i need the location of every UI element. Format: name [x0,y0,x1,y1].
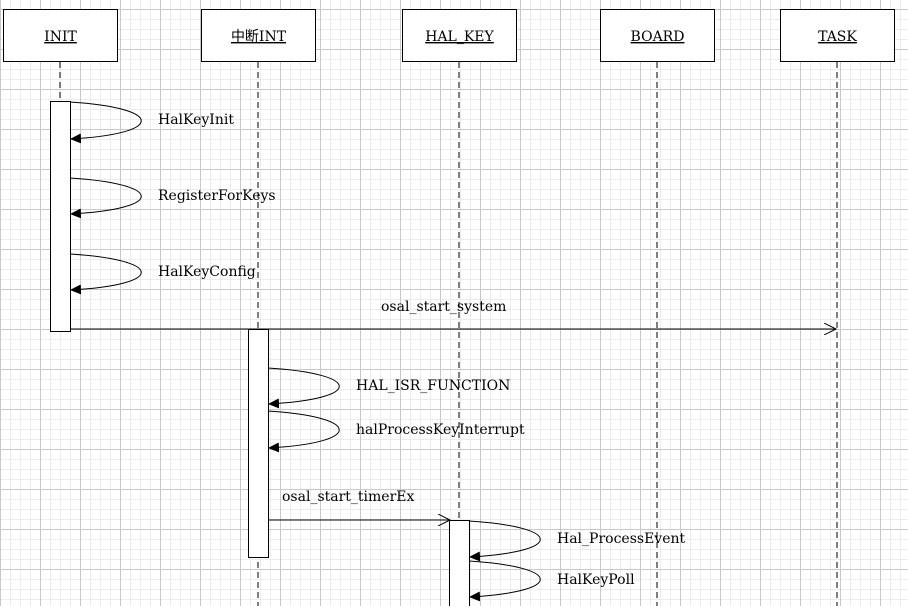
message-label: HalKeyConfig [158,264,256,280]
participant-label: BOARD [631,29,685,45]
participant-label: HAL_KEY [425,29,494,45]
participant-label: 中断INT [231,29,287,45]
message-label: RegisterForKeys [158,188,276,204]
message-label: halProcessKeyInterrupt [356,422,525,438]
activation-interrupt [248,329,269,558]
message-osal-start-system[interactable]: osal_start_system [70,299,836,329]
participant-label: TASK [818,29,857,45]
message-hal-key-config[interactable]: HalKeyConfig [69,253,256,295]
message-hal-key-poll[interactable]: HalKeyPoll [468,560,635,602]
message-hal-process-event[interactable]: Hal_ProcessEvent [468,520,686,562]
message-hal-isr-function[interactable]: HAL_ISR_FUNCTION [267,367,510,409]
participant-task[interactable]: TASK [780,9,895,62]
message-label: HAL_ISR_FUNCTION [356,378,510,394]
participant-board[interactable]: BOARD [600,9,715,62]
message-hal-key-init[interactable]: HalKeyInit [69,101,234,144]
message-osal-start-timer-ex[interactable]: osal_start_timerEx [268,489,450,520]
message-hal-process-key-interrupt[interactable]: halProcessKeyInterrupt [267,410,525,453]
participant-label: INIT [44,29,77,45]
participant-init[interactable]: INIT [3,9,118,62]
message-label: HalKeyInit [158,112,234,128]
participant-interrupt[interactable]: 中断INT [201,9,316,62]
participant-hal-key[interactable]: HAL_KEY [402,9,517,62]
message-label: osal_start_system [381,299,506,315]
message-register-for-keys[interactable]: RegisterForKeys [69,177,276,219]
activation-hal-key [449,520,470,606]
activation-init [50,101,71,332]
message-label: osal_start_timerEx [282,489,414,505]
message-label: HalKeyPoll [557,572,635,588]
message-label: Hal_ProcessEvent [557,531,686,547]
